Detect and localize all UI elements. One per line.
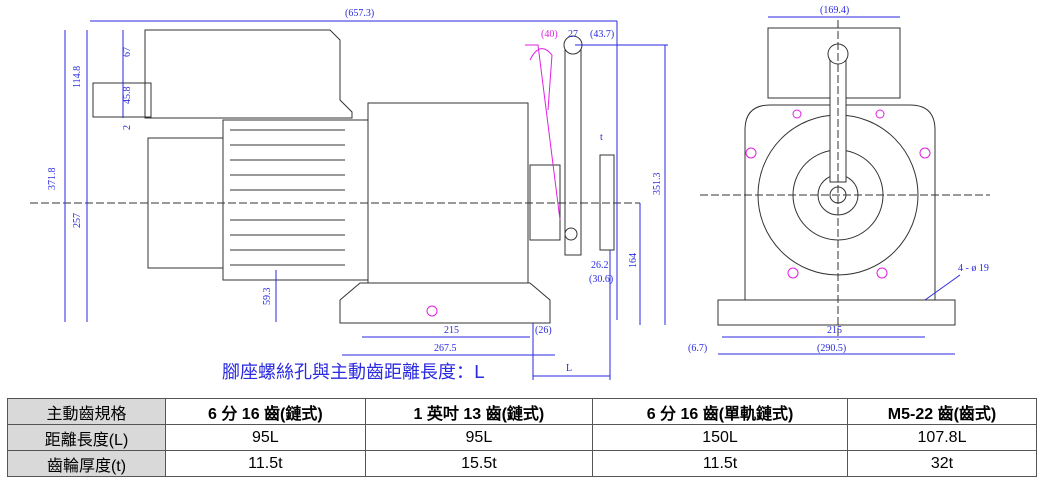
dim-overall-length: (657.3) [345, 8, 374, 19]
table-header: M5-22 齒(齒式) [847, 398, 1037, 425]
dim-total-height: 371.8 [47, 168, 58, 191]
dim-base-length: 267.5 [434, 343, 457, 354]
dim-t: t [600, 132, 603, 143]
dim-foot-holes: 215 [444, 325, 459, 336]
dim-L: L [566, 363, 572, 374]
table-header: 6 分 16 齒(鏈式) [165, 398, 366, 425]
table-cell: 150L [592, 424, 849, 451]
dim-height-114: 114.8 [72, 66, 83, 88]
dim-foot-height: 59.3 [262, 288, 273, 306]
table-header-row: 主動齒規格 6 分 16 齒(鏈式) 1 英吋 13 齒(鏈式) 6 分 16 … [7, 398, 1037, 425]
front-view [700, 20, 990, 340]
dim-handle-offset: (43.7) [590, 29, 614, 40]
table-header: 主動齒規格 [7, 398, 166, 425]
side-dimensions: (657.3) 371.8 114.8 257 67 45.8 2 59.3 (… [47, 8, 668, 380]
row-label: 齒輪厚度(t) [7, 450, 166, 477]
drawing-caption: 腳座螺絲孔與主動齒距離長度：L [222, 362, 485, 383]
dim-2: 2 [122, 125, 133, 130]
dim-front-foot: 215 [827, 325, 842, 336]
table-row: 齒輪厚度(t) 11.5t 15.5t 11.5t 32t [7, 450, 1037, 477]
table-cell: 11.5t [592, 450, 849, 477]
table-cell: 107.8L [847, 424, 1037, 451]
dim-holes: 4 - ø 19 [958, 263, 989, 274]
dim-45: 45.8 [122, 87, 133, 105]
dim-67: 67 [122, 47, 133, 57]
table-header: 6 分 16 齒(單軌鏈式) [592, 398, 849, 425]
dim-30-6: (30.6) [589, 274, 613, 285]
table-header: 1 英吋 13 齒(鏈式) [364, 398, 594, 425]
table-cell: 15.5t [364, 450, 594, 477]
side-view [30, 29, 640, 324]
dim-base-height: 257 [72, 213, 83, 228]
table-row: 距離長度(L) 95L 95L 150L 107.8L [7, 424, 1037, 451]
table-cell: 32t [847, 450, 1037, 477]
dim-width-top: (169.4) [820, 5, 849, 16]
dim-164: 164 [628, 253, 639, 268]
dim-base-width: (290.5) [817, 343, 846, 354]
technical-drawing: (657.3) 371.8 114.8 257 67 45.8 2 59.3 (… [30, 5, 990, 380]
front-dimensions: (169.4) 4 - ø 19 215 (290.5) (6.7) [688, 5, 989, 355]
dim-26-2: 26.2 [591, 260, 609, 271]
table-cell: 95L [165, 424, 366, 451]
dim-handle-width: 27 [568, 29, 578, 40]
dim-handle-swing: (40) [541, 29, 558, 40]
dim-edge: (6.7) [688, 343, 707, 354]
dim-26: (26) [535, 325, 552, 336]
dim-351: 351.3 [652, 173, 663, 196]
table-cell: 11.5t [165, 450, 366, 477]
row-label: 距離長度(L) [7, 424, 166, 451]
spec-table: 主動齒規格 6 分 16 齒(鏈式) 1 英吋 13 齒(鏈式) 6 分 16 … [7, 398, 1037, 477]
table-cell: 95L [364, 424, 594, 451]
